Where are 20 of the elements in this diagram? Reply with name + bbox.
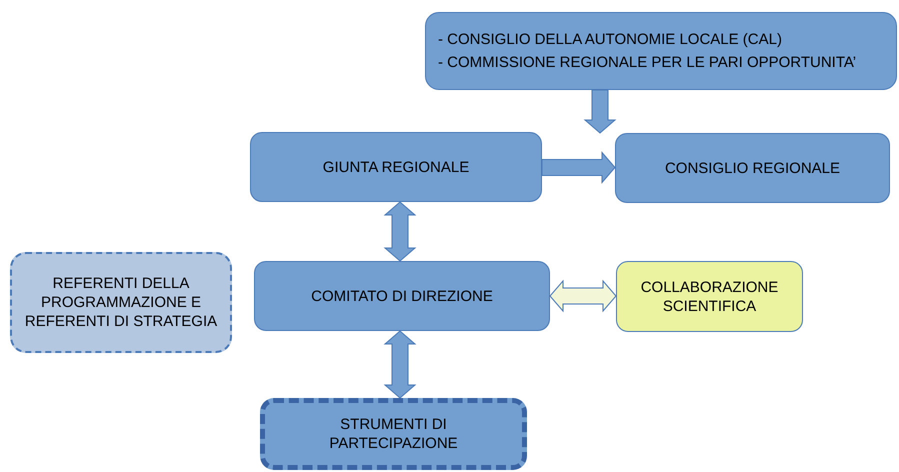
block-arrow: [549, 280, 617, 312]
box-label: REFERENTI DELLA PROGRAMMAZIONE E REFERENTI DI STRATEGIA: [24, 274, 218, 331]
dashed-box: [10, 252, 232, 353]
block-arrow: [384, 201, 416, 262]
process-box: [250, 132, 542, 202]
process-box: [254, 261, 550, 331]
box-label: COLLABORAZIONE SCIENTIFICA: [640, 278, 780, 316]
block-arrow: [584, 90, 616, 134]
process-box: [615, 133, 890, 203]
box-label: STRUMENTI DI PARTECIPAZIONE: [328, 415, 459, 453]
block-arrow: [384, 330, 416, 399]
block-arrow: [542, 151, 616, 184]
list-item: - COMMISSIONE REGIONALE PER LE PARI OPPORTUNITA’: [438, 53, 856, 72]
process-box: [616, 261, 803, 332]
bullet-box: [425, 12, 897, 90]
list-item: - CONSIGLIO DELLA AUTONOMIE LOCALE (CAL): [438, 30, 782, 49]
box-label: GIUNTA REGIONALE: [322, 158, 470, 176]
box-label: COMITATO DI DIREZIONE: [310, 286, 494, 306]
box-label: CONSIGLIO REGIONALE: [664, 158, 842, 178]
dashed-box: [260, 398, 527, 470]
